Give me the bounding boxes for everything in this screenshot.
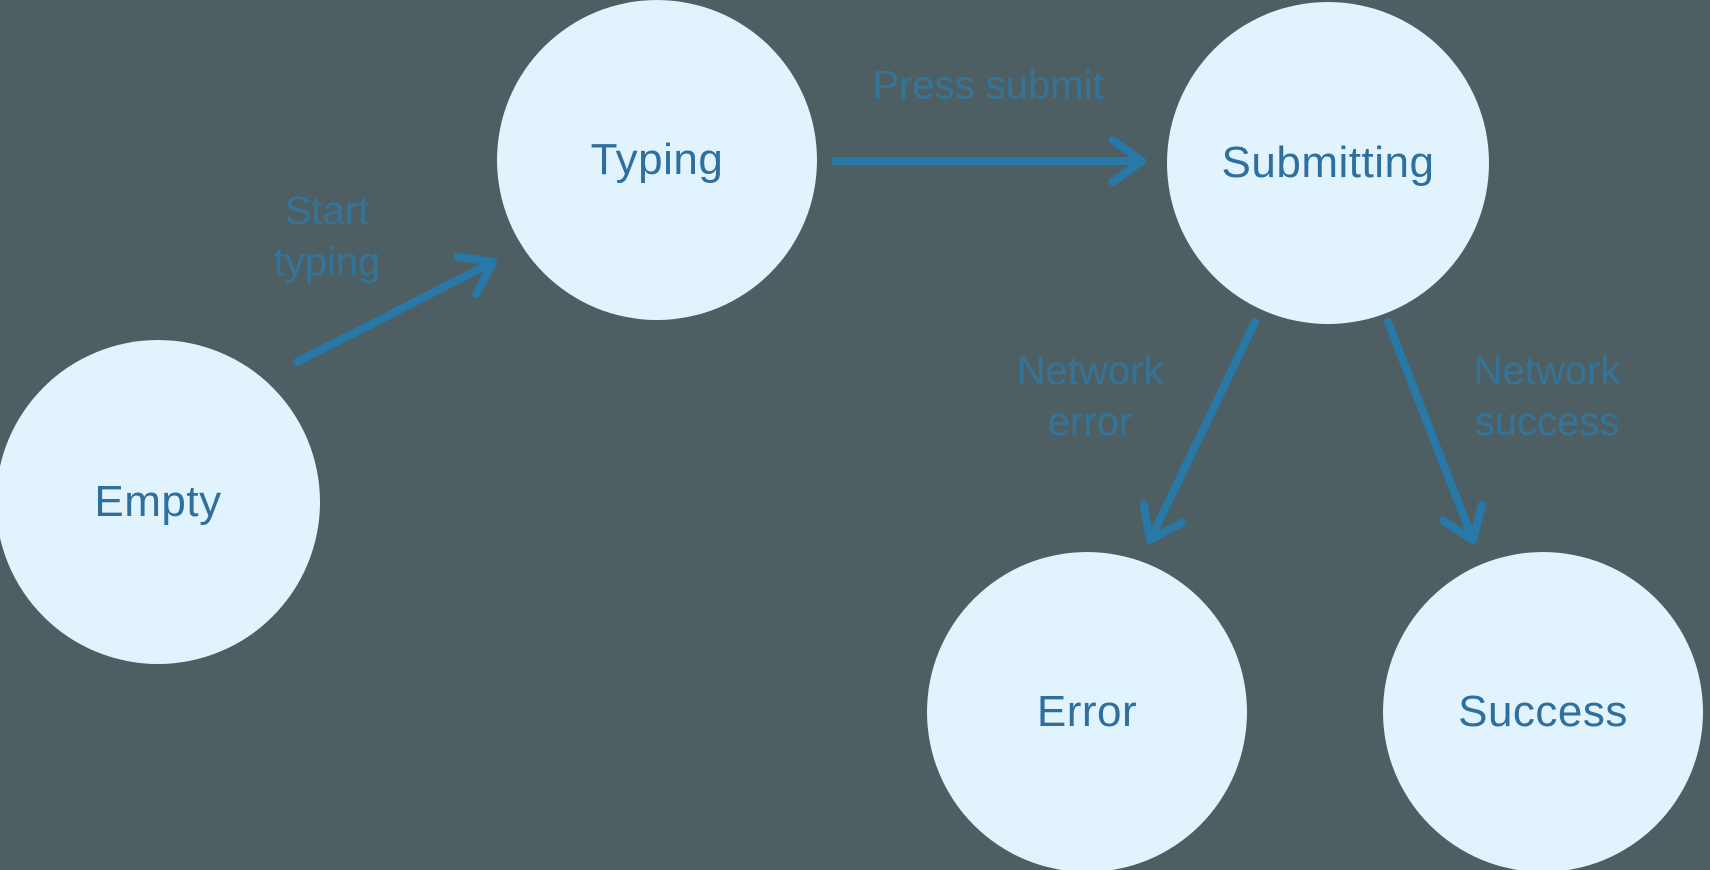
transition-arrow-press-submit xyxy=(831,136,1146,186)
transition-label-line: success xyxy=(1474,400,1620,444)
transition-label-line: typing xyxy=(273,240,381,284)
arrowhead-icon xyxy=(1139,500,1186,544)
transition-label-press-submit: Press submit xyxy=(872,61,1103,112)
state-label-success: Success xyxy=(1458,687,1628,736)
transition-label-line: Start xyxy=(284,189,370,233)
state-label-submitting: Submitting xyxy=(1221,138,1435,187)
transition-arrow-network-success xyxy=(1384,318,1486,544)
arrowhead-icon xyxy=(453,252,497,298)
transition-label-line: Press submit xyxy=(872,63,1104,108)
transition-label-start-typing: Start typing xyxy=(274,186,381,288)
state-node-submitting: Submitting xyxy=(1167,2,1489,324)
state-label-typing: Typing xyxy=(590,135,724,184)
transition-label-network-error: Network error xyxy=(1017,346,1164,448)
arrowhead-icon xyxy=(1438,501,1486,544)
transition-arrow-network-error xyxy=(1139,318,1259,544)
transition-label-line: Network xyxy=(1016,349,1164,393)
state-node-empty: Empty xyxy=(0,340,320,664)
state-node-error: Error xyxy=(927,552,1247,870)
transition-label-line: error xyxy=(1047,400,1133,444)
arrowhead-icon xyxy=(1108,136,1146,186)
transition-label-line: Network xyxy=(1473,349,1621,393)
state-label-empty: Empty xyxy=(94,477,222,526)
state-node-typing: Typing xyxy=(497,0,817,320)
transition-label-network-success: Network success xyxy=(1474,346,1621,448)
state-label-error: Error xyxy=(1036,687,1138,736)
state-node-success: Success xyxy=(1383,552,1703,870)
transition-arrow-start-typing xyxy=(293,252,497,366)
